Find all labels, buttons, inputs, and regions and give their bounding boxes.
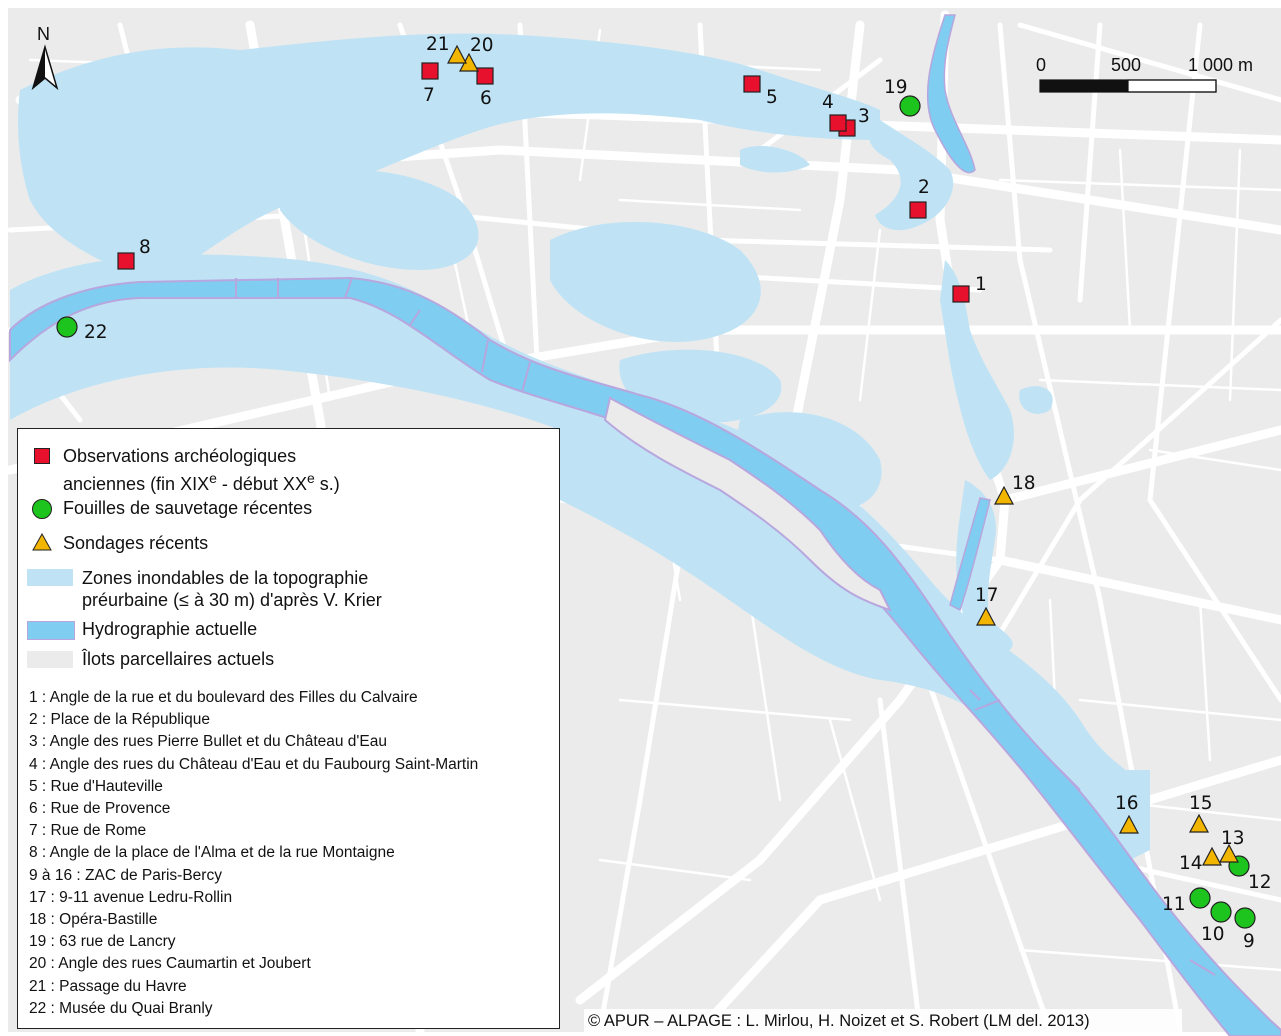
legend-recent-soundings-label: Sondages récents [63, 533, 209, 553]
old-observation-marker-icon[interactable] [909, 201, 927, 219]
scale-bar-white [1127, 79, 1217, 93]
old-observation-marker-icon[interactable] [117, 252, 135, 270]
north-arrow-fill [33, 47, 45, 88]
site-label: 3 [858, 106, 870, 127]
old-observation-marker-icon[interactable] [421, 62, 439, 80]
legend-old-sup1: e [209, 470, 217, 486]
site-label: 10 [1201, 924, 1225, 945]
site-label: 4 [822, 92, 834, 113]
old-observation-marker-icon[interactable] [743, 75, 761, 93]
sounding-marker-icon[interactable] [994, 485, 1014, 505]
legend-old-observations-label: Observations archéologiques anciennes (f… [63, 445, 340, 495]
yellow-triangle-icon [32, 533, 52, 551]
site-label: 9 [1243, 931, 1255, 952]
site-label: 8 [139, 237, 151, 258]
scale-bar-black [1040, 80, 1128, 92]
sounding-marker-icon[interactable] [1202, 846, 1222, 866]
legend-flood-zones-line2: préurbaine (≤ à 30 m) d'après V. Krier [82, 590, 382, 610]
legend-old-observations-line2: anciennes (fin XIXe - début XXe s.) [63, 467, 340, 495]
legend-hydrography-label: Hydrographie actuelle [82, 619, 258, 639]
sounding-marker-icon[interactable] [976, 606, 996, 626]
site-key-item: 19 : 63 rue de Lancry [29, 933, 176, 951]
hydrography-swatch-icon [27, 621, 75, 640]
site-label: 5 [766, 87, 778, 108]
site-key-item: 9 à 16 : ZAC de Paris-Bercy [29, 866, 222, 884]
sounding-marker-icon[interactable] [447, 44, 467, 64]
site-key-item: 8 : Angle de la place de l'Alma et de la… [29, 844, 395, 862]
site-key-item: 5 : Rue d'Hauteville [29, 777, 163, 795]
old-observation-marker-icon[interactable] [476, 67, 494, 85]
site-key-item: 7 : Rue de Rome [29, 822, 147, 840]
site-key-item: 22 : Musée du Quai Branly [29, 999, 213, 1017]
legend-old-observations-line1: Observations archéologiques [63, 446, 297, 466]
sounding-marker-icon[interactable] [1219, 843, 1239, 863]
north-label: N [37, 24, 50, 44]
site-key-item: 17 : 9-11 avenue Ledru-Rollin [29, 888, 233, 906]
legend-old-sup2: e [306, 470, 315, 486]
site-key-item: 1 : Angle de la rue et du boulevard des … [29, 689, 418, 706]
map-legend: Observations archéologiques anciennes (f… [17, 428, 560, 1029]
site-key-item: 2 : Place de la République [29, 711, 210, 729]
map-credit: © APUR – ALPAGE : L. Mirlou, H. Noizet e… [584, 1009, 1182, 1033]
scale-tick-500: 500 [1111, 55, 1141, 75]
site-label: 16 [1115, 793, 1139, 814]
legend-old-line2b: - début XX [216, 474, 307, 494]
sounding-marker-icon[interactable] [1189, 813, 1209, 833]
bridges [235, 277, 1216, 976]
scale-tick-1000: 1 000 m [1188, 55, 1253, 75]
scale-bar-frame [1039, 79, 1217, 93]
site-label: 12 [1248, 872, 1272, 893]
legend-flood-zones-line1: Zones inondables de la topographie [82, 568, 369, 588]
site-key-item: 20 : Angle des rues Caumartin et Joubert [29, 955, 311, 973]
site-label: 13 [1221, 828, 1245, 849]
site-label: 14 [1179, 853, 1203, 874]
excavation-marker-icon[interactable] [1210, 901, 1232, 923]
site-label: 11 [1162, 894, 1186, 915]
hydrography-seine [9, 14, 1281, 1036]
flood-zone-swatch-icon [27, 569, 73, 586]
legend-old-line2a: anciennes (fin XIX [63, 474, 210, 494]
excavation-marker-icon[interactable] [899, 95, 921, 117]
site-label: 18 [1012, 473, 1036, 494]
excavation-marker-icon[interactable] [1189, 887, 1211, 909]
scale-tick-0: 0 [1036, 55, 1046, 75]
excavation-marker-icon[interactable] [56, 316, 78, 338]
site-label: 17 [975, 585, 999, 606]
site-label: 1 [975, 274, 987, 295]
north-arrow: N [31, 24, 59, 91]
site-key-item: 21 : Passage du Havre [29, 977, 187, 995]
site-label: 7 [423, 85, 435, 106]
site-label: 19 [884, 77, 908, 98]
green-circle-icon [32, 499, 52, 519]
site-key-list: 1 : Angle de la rue et du boulevard des … [29, 687, 478, 1020]
site-key-item: 3 : Angle des rues Pierre Bullet et du C… [29, 733, 387, 751]
site-key-item: 18 : Opéra-Bastille [29, 911, 158, 929]
site-label: 22 [84, 322, 108, 343]
legend-recent-excavations-label: Fouilles de sauvetage récentes [63, 498, 313, 518]
site-key-item: 4 : Angle des rues du Château d'Eau et d… [29, 755, 479, 773]
sounding-marker-icon[interactable] [1119, 814, 1139, 834]
site-label: 15 [1189, 793, 1213, 814]
old-observation-marker-icon[interactable] [952, 285, 970, 303]
site-label: 6 [480, 88, 492, 109]
red-square-icon [34, 448, 50, 464]
blocks-swatch-icon [27, 651, 73, 668]
site-key-item: 6 : Rue de Provence [29, 800, 171, 818]
site-label: 21 [426, 34, 450, 55]
legend-flood-zones-label: Zones inondables de la topographie préur… [82, 567, 382, 611]
old-observation-marker-icon[interactable] [829, 114, 847, 132]
street-network [5, 10, 1281, 1035]
legend-blocks-label: Îlots parcellaires actuels [82, 649, 275, 669]
excavation-marker-icon[interactable] [1234, 907, 1256, 929]
legend-old-line2c: s.) [314, 474, 340, 494]
site-label: 20 [470, 35, 494, 56]
site-label: 2 [918, 177, 930, 198]
scale-bar: 0 500 1 000 m [1036, 55, 1253, 93]
